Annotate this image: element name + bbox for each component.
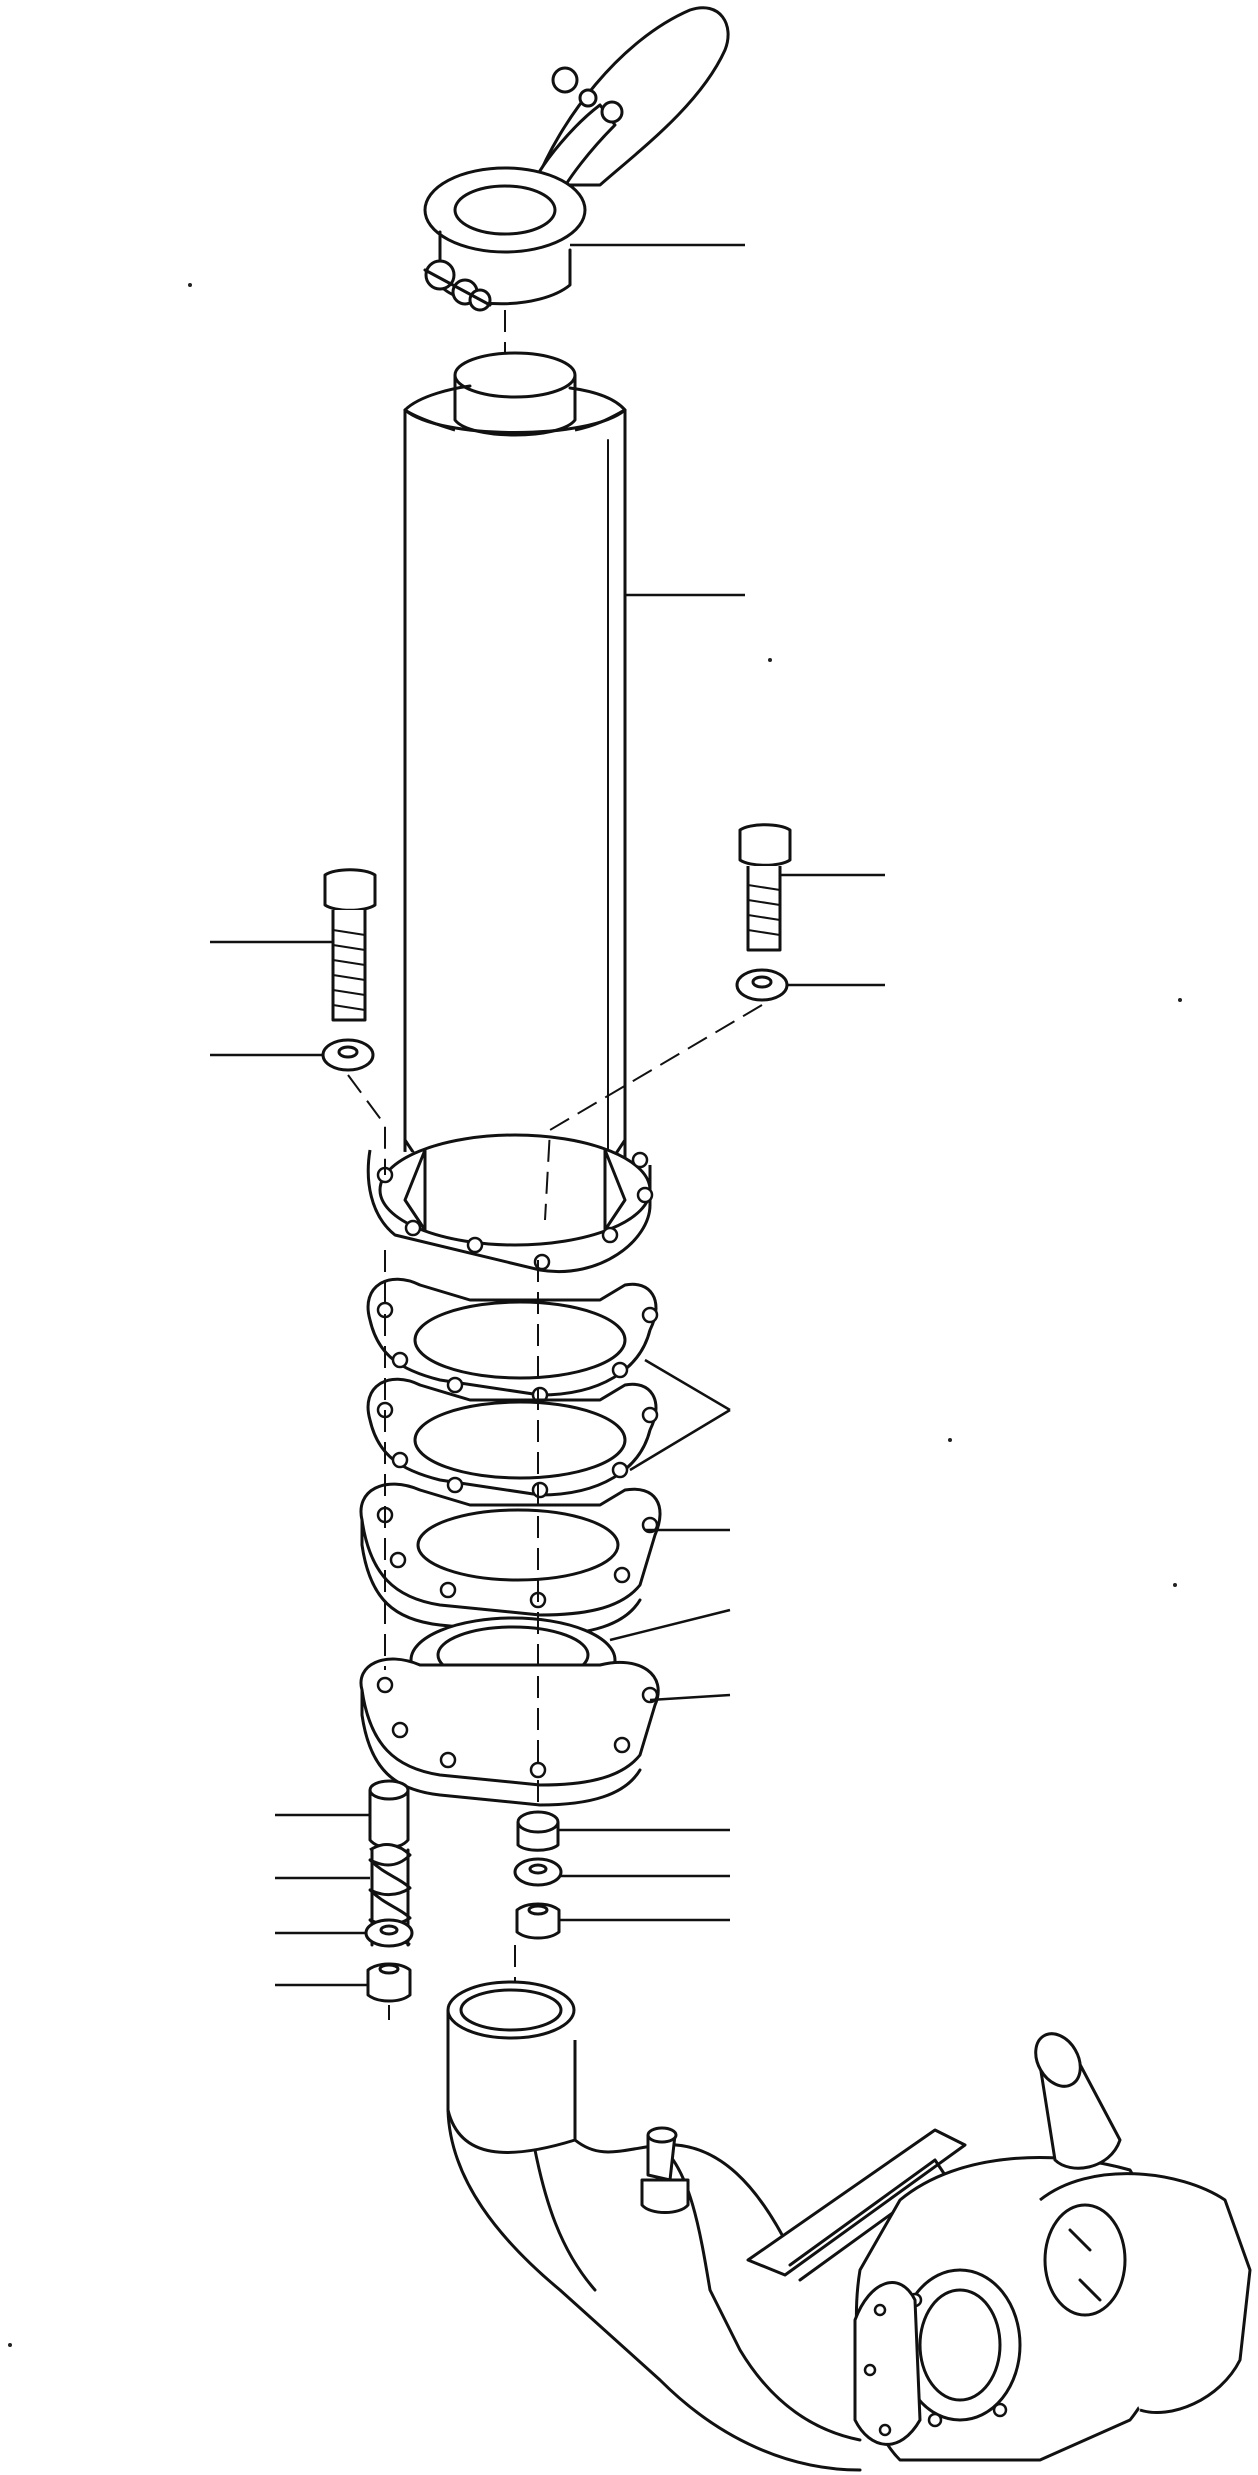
right-bolt-axis xyxy=(544,1004,763,1221)
gaskets-leader xyxy=(629,1358,731,1472)
bolt-right xyxy=(738,823,885,952)
elbow-flange-leader xyxy=(649,1693,731,1702)
spacer-left xyxy=(275,1779,410,1849)
spacer-right xyxy=(516,1810,730,1852)
nut-right xyxy=(515,1902,730,1940)
washer-lower-left xyxy=(275,1918,414,1948)
bolt-left xyxy=(210,868,377,1022)
exhaust-pipe xyxy=(366,351,745,1273)
gaskets xyxy=(366,1277,731,1499)
left-bolt-axis xyxy=(347,1074,386,1175)
elbow-turbocharger xyxy=(446,1980,1252,2472)
elbow-flange xyxy=(359,1657,731,1807)
washer-left xyxy=(210,1038,375,1072)
nut-left xyxy=(275,1962,412,2003)
washer-right xyxy=(735,968,885,1002)
scan-specks xyxy=(8,283,1182,2347)
spacer-plate xyxy=(359,1482,730,1637)
seal-ring-leader xyxy=(609,1608,731,1642)
rain-cap xyxy=(423,6,745,312)
washer-lower-right xyxy=(513,1857,730,1887)
